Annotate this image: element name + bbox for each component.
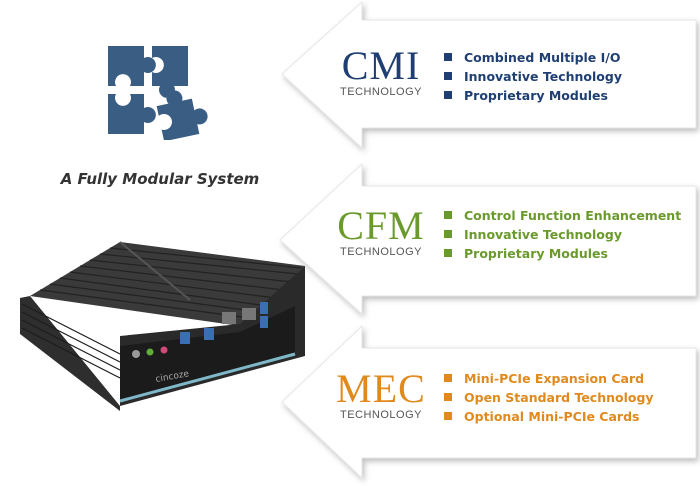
bullet-square-icon <box>444 374 452 382</box>
list-item: Open Standard Technology <box>444 388 654 407</box>
mec-panel: MEC TECHNOLOGY Mini-PCIe Expansion Card … <box>326 369 696 479</box>
list-item: Proprietary Modules <box>444 86 622 105</box>
cfm-logo: CFM TECHNOLOGY <box>326 203 436 259</box>
list-item: Mini-PCIe Expansion Card <box>444 369 654 388</box>
cfm-arrow-shape <box>279 162 697 316</box>
bullet-square-icon <box>444 412 452 420</box>
cmi-logo-text: CMI <box>341 43 421 88</box>
cfm-bullets: Control Function Enhancement Innovative … <box>444 206 681 263</box>
puzzle-icon <box>108 46 208 140</box>
list-item: Proprietary Modules <box>444 244 681 263</box>
mec-arrow-shape <box>281 324 697 480</box>
bullet-square-icon <box>444 72 452 80</box>
bullet-square-icon <box>444 393 452 401</box>
tagline: A Fully Modular System <box>60 170 260 188</box>
mec-logo-subtitle: TECHNOLOGY <box>339 409 422 421</box>
mec-bullets: Mini-PCIe Expansion Card Open Standard T… <box>444 369 654 426</box>
cmi-bullets: Combined Multiple I/O Innovative Technol… <box>444 48 622 105</box>
bullet-square-icon <box>444 211 452 219</box>
cfm-panel: CFM TECHNOLOGY Control Function Enhancem… <box>326 206 696 316</box>
list-item: Optional Mini-PCIe Cards <box>444 407 654 426</box>
list-item: Innovative Technology <box>444 67 622 86</box>
bullet-square-icon <box>444 249 452 257</box>
cmi-panel: CMI TECHNOLOGY Combined Multiple I/O Inn… <box>326 46 696 156</box>
bullet-square-icon <box>444 91 452 99</box>
list-item: Combined Multiple I/O <box>444 48 622 67</box>
bullet-square-icon <box>444 53 452 61</box>
list-item: Innovative Technology <box>444 225 681 244</box>
mec-logo: MEC TECHNOLOGY <box>326 366 436 422</box>
list-item: Control Function Enhancement <box>444 206 681 225</box>
bullet-square-icon <box>444 230 452 238</box>
mec-logo-text: MEC <box>336 366 426 411</box>
cmi-logo-subtitle: TECHNOLOGY <box>339 86 422 98</box>
cmi-arrow-shape <box>281 0 697 150</box>
embedded-pc-image: cincoze <box>20 241 305 411</box>
cmi-logo: CMI TECHNOLOGY <box>326 43 436 99</box>
cfm-logo-subtitle: TECHNOLOGY <box>339 246 422 258</box>
cfm-logo-text: CFM <box>337 203 425 248</box>
